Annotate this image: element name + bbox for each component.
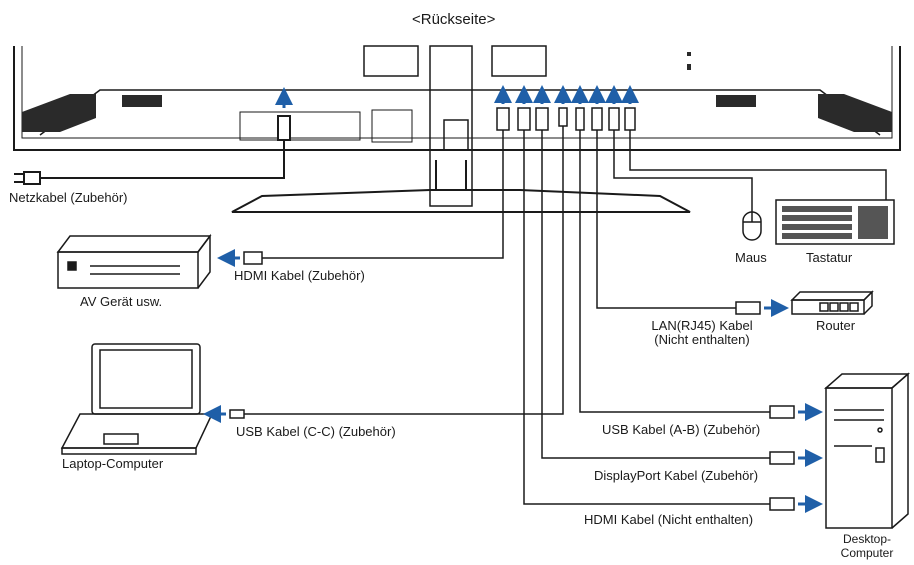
mouse-label: Maus: [735, 250, 767, 265]
lan-cable-label-line2: (Nicht enthalten): [654, 332, 750, 347]
router-icon: [790, 290, 874, 315]
laptop-label: Laptop-Computer: [62, 456, 164, 471]
power-cable: [14, 115, 291, 185]
av-device-label: AV Gerät usw.: [80, 294, 163, 309]
hdmi-av-label: HDMI Kabel (Zubehör): [234, 268, 365, 283]
usb-cc-label: USB Kabel (C-C) (Zubehör): [236, 424, 396, 439]
av-device-icon: [56, 233, 212, 289]
mouse-icon: [742, 211, 762, 241]
keyboard-icon: [775, 199, 895, 245]
usb-ab-label: USB Kabel (A-B) (Zubehör): [602, 422, 761, 437]
displayport-cable: [541, 130, 795, 465]
displayport-label: DisplayPort Kabel (Zubehör): [594, 468, 759, 483]
monitor-vents: [22, 52, 892, 132]
power-cable-label: Netzkabel (Zubehör): [9, 190, 128, 205]
port-arrows: [275, 85, 639, 108]
hdmi-pc-label: HDMI Kabel (Nicht enthalten): [584, 512, 754, 527]
hdmi-av-cable: [243, 130, 504, 265]
desktop-label-line1: Desktop-: [842, 532, 892, 546]
page-title: <Rückseite>: [412, 11, 496, 28]
desktop-label-line2: Computer: [840, 546, 894, 560]
keyboard-cable: [629, 130, 887, 200]
lan-cable: [596, 130, 761, 315]
laptop-icon: [60, 343, 214, 455]
lan-cable-label-line1: LAN(RJ45) Kabel: [651, 318, 753, 333]
usb-cc-cable: [229, 126, 564, 419]
hdmi-pc-cable: [523, 130, 795, 511]
port-connectors: [496, 107, 636, 131]
desktop-computer-icon: [824, 372, 910, 529]
router-label: Router: [816, 318, 856, 333]
mouse-cable: [613, 130, 753, 212]
usb-ab-cable: [579, 130, 795, 419]
keyboard-label: Tastatur: [806, 250, 853, 265]
monitor-stand: [231, 160, 691, 213]
monitor-back-panel: [13, 45, 901, 207]
